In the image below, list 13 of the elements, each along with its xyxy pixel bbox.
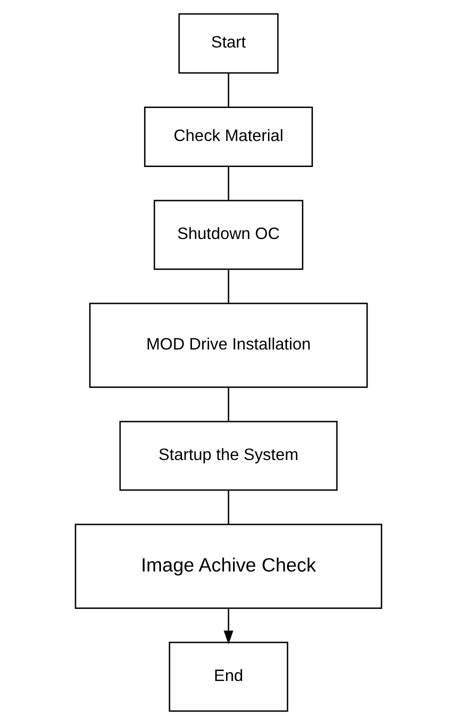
connector xyxy=(227,387,229,422)
connector xyxy=(227,166,229,200)
node-box: Check Material xyxy=(144,106,312,167)
connector xyxy=(227,270,229,304)
node-box: Startup the System xyxy=(118,420,338,491)
node-box: Start xyxy=(178,13,278,74)
node-box: Image Achive Check xyxy=(74,524,382,609)
connector xyxy=(227,490,229,524)
node-box: Shutdown OC xyxy=(153,200,303,270)
node-box: End xyxy=(168,642,288,712)
connector xyxy=(227,72,229,107)
arrow xyxy=(223,608,233,644)
node-box: MOD Drive Installation xyxy=(88,302,368,388)
